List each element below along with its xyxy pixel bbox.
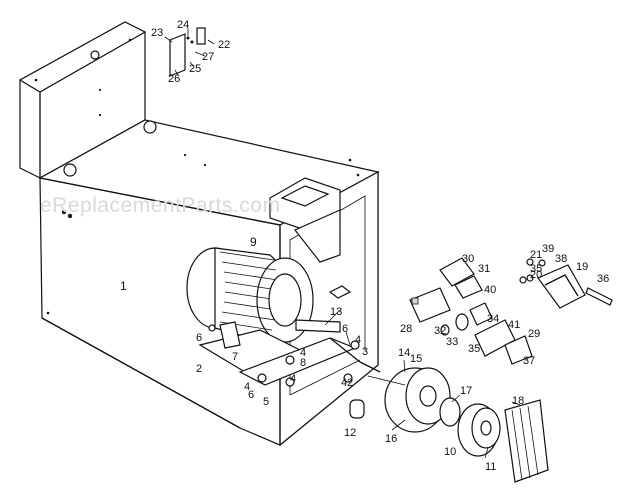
callout-20: 20	[530, 269, 542, 281]
callout-10: 10	[444, 446, 456, 458]
callout-21: 21	[530, 249, 542, 261]
small-pulley	[457, 403, 501, 457]
callout-24: 24	[177, 19, 189, 31]
callout-19: 19	[576, 261, 588, 273]
large-pulley	[384, 367, 451, 433]
callout-33: 33	[446, 336, 458, 348]
callout-4d: 4	[290, 373, 296, 385]
upper-assembly	[409, 257, 613, 365]
callout-3: 3	[362, 346, 368, 358]
callout-30: 30	[462, 253, 474, 265]
callout-16: 16	[385, 433, 397, 445]
callout-22: 22	[218, 39, 230, 51]
callout-6a: 6	[196, 332, 202, 344]
callout-27: 27	[202, 51, 214, 63]
watermark-text: eReplacementParts.com	[40, 194, 280, 217]
callout-23: 23	[151, 27, 163, 39]
callout-36: 36	[597, 273, 609, 285]
callout-6b: 6	[342, 323, 348, 335]
callout-15: 15	[410, 353, 422, 365]
callout-8: 8	[300, 357, 306, 369]
callout-9: 9	[250, 235, 257, 249]
callout-35b: 35	[530, 263, 542, 275]
callout-31: 31	[478, 263, 490, 275]
callout-4b: 4	[300, 347, 306, 359]
callout-labels: 1 2 3 4 4 4 4 5 6 6 6 7 8 9 10 11 12 13 …	[120, 19, 609, 473]
hub	[439, 397, 461, 427]
callout-13: 13	[330, 306, 342, 318]
callout-2: 2	[196, 363, 202, 375]
callout-25: 25	[189, 63, 201, 75]
top-bracket	[169, 27, 206, 77]
cabinet-frame	[18, 21, 380, 447]
callout-7: 7	[232, 351, 238, 363]
belts	[504, 399, 549, 483]
motor	[186, 247, 341, 376]
callout-39: 39	[542, 243, 554, 255]
callout-14: 14	[398, 347, 410, 359]
callout-17: 17	[460, 385, 472, 397]
callout-28: 28	[400, 323, 412, 335]
callout-40: 40	[484, 284, 496, 296]
callout-32: 32	[434, 325, 446, 337]
callout-35a: 35	[468, 343, 480, 355]
callout-18: 18	[512, 395, 524, 407]
callout-29: 29	[528, 328, 540, 340]
mount-rail	[208, 324, 381, 387]
callout-4c: 4	[244, 381, 250, 393]
callout-1: 1	[120, 279, 127, 293]
callout-26: 26	[168, 73, 180, 85]
callout-12: 12	[344, 427, 356, 439]
callout-4a: 4	[355, 334, 361, 346]
callout-42: 42	[341, 377, 353, 389]
callout-6c: 6	[248, 389, 254, 401]
leader-lines	[164, 28, 521, 459]
callout-5: 5	[263, 396, 269, 408]
callout-34: 34	[487, 313, 499, 325]
callout-41: 41	[508, 319, 520, 331]
callout-38: 38	[555, 253, 567, 265]
callout-37: 37	[523, 355, 535, 367]
callout-11: 11	[485, 461, 496, 473]
